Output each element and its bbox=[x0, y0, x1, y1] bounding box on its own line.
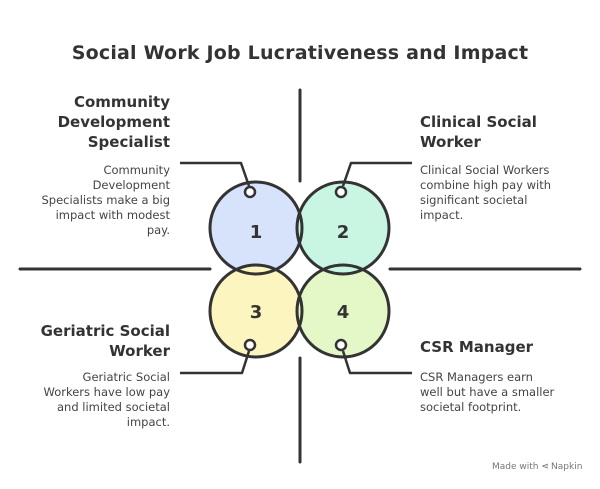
quadrant-3-description-line: impact. bbox=[126, 415, 170, 429]
diagram-title: Social Work Job Lucrativeness and Impact bbox=[71, 42, 529, 64]
quadrant-4-description: CSR Managers earn well but have a smalle… bbox=[420, 370, 590, 415]
footer-prefix: Made with bbox=[492, 462, 539, 472]
quadrant-2-description-line: combine high pay with bbox=[420, 178, 552, 192]
circle-3-fill bbox=[210, 265, 302, 357]
quadrant-2-description-line: significant societal bbox=[420, 193, 528, 207]
quadrant-2-heading-line: Worker bbox=[420, 133, 481, 151]
quadrant-3-heading: Geriatric Social Worker bbox=[20, 321, 170, 361]
quadrant-1-heading-line: Community bbox=[73, 93, 170, 111]
quadrant-number-4: 4 bbox=[337, 302, 350, 323]
quadrant-1-description-line: Specialists make a big bbox=[41, 193, 170, 207]
connector-4 bbox=[341, 350, 412, 375]
circle-3-outline bbox=[208, 263, 304, 359]
quadrant-2-heading: Clinical Social Worker bbox=[420, 112, 590, 152]
connector-dot-2 bbox=[334, 185, 348, 199]
connector-3 bbox=[180, 350, 251, 375]
quadrant-3-description-line: Geriatric Social bbox=[82, 370, 170, 384]
circle-1-fill bbox=[210, 182, 302, 274]
circle-2-outline bbox=[295, 180, 391, 276]
circle-2-fill bbox=[297, 182, 389, 274]
quadrant-number-3: 3 bbox=[250, 302, 263, 323]
connector-1 bbox=[180, 161, 251, 187]
quadrant-4-heading-line: CSR Manager bbox=[420, 338, 534, 356]
footer-brand: Napkin bbox=[551, 462, 583, 472]
quadrant-1-description-line: Development bbox=[92, 178, 170, 192]
circle-4-outline bbox=[295, 263, 391, 359]
quadrant-3-heading-line: Geriatric Social bbox=[40, 322, 170, 340]
quadrant-4-description-line: well but have a smaller bbox=[420, 385, 555, 399]
quadrant-1-description-line: pay. bbox=[146, 223, 170, 237]
connector-dot-3 bbox=[243, 338, 257, 352]
circle-1-outline bbox=[208, 180, 304, 276]
connector-2 bbox=[341, 161, 412, 187]
quadrant-2-description: Clinical Social Workers combine high pay… bbox=[420, 163, 590, 223]
quadrant-3-description-line: and limited societal bbox=[57, 400, 170, 414]
quadrant-3-description: Geriatric Social Workers have low pay an… bbox=[20, 370, 170, 430]
quadrant-number-1: 1 bbox=[250, 222, 263, 243]
quadrant-1-description-line: Community bbox=[103, 163, 170, 177]
quadrant-3-description-line: Workers have low pay bbox=[43, 385, 170, 399]
quadrant-1-heading: Community Development Specialist bbox=[20, 92, 170, 152]
quadrant-1-heading-line: Development bbox=[57, 113, 170, 131]
quadrant-4-description-line: CSR Managers earn bbox=[420, 370, 533, 384]
quadrant-number-2: 2 bbox=[337, 222, 350, 243]
made-with-napkin-footer[interactable]: Made with⋖Napkin bbox=[492, 462, 582, 472]
quadrant-2-description-line: Clinical Social Workers bbox=[420, 163, 550, 177]
napkin-logo-icon: ⋖ bbox=[541, 462, 550, 472]
quadrant-1-description: Community Development Specialists make a… bbox=[20, 163, 170, 238]
quadrant-1-heading-line: Specialist bbox=[87, 133, 170, 151]
connector-dot-4 bbox=[334, 338, 348, 352]
connector-dot-1 bbox=[243, 185, 257, 199]
quadrant-4-heading: CSR Manager bbox=[420, 337, 590, 357]
quadrant-4-description-line: societal footprint. bbox=[420, 400, 522, 414]
quadrant-3-heading-line: Worker bbox=[109, 342, 170, 360]
quadrant-2-description-line: impact. bbox=[420, 208, 464, 222]
circle-4-fill bbox=[297, 265, 389, 357]
quadrant-2-heading-line: Clinical Social bbox=[420, 113, 537, 131]
quadrant-1-description-line: impact with modest bbox=[55, 208, 170, 222]
